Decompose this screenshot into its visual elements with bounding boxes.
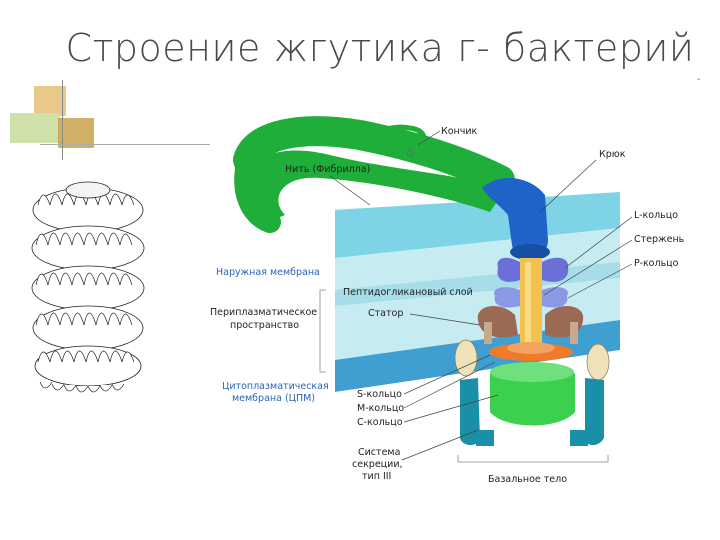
s-m-ring (489, 342, 573, 361)
basal-body-cup (460, 378, 604, 446)
label-secretion-3: тип III (362, 471, 391, 482)
label-secretion-2: секреции, (352, 459, 403, 470)
filament (244, 150, 506, 219)
label-periplasm-1: Периплазматическое (210, 307, 317, 318)
l-ring (497, 257, 569, 282)
label-basal-body: Базальное тело (488, 474, 567, 485)
label-filament: Нить (Фибрилла) (285, 164, 370, 175)
label-cpm-2: мембрана (ЦПМ) (232, 393, 315, 404)
decor-square-2 (10, 113, 60, 143)
hook (482, 178, 548, 259)
filament-body (233, 116, 515, 195)
c-ring (490, 362, 575, 426)
label-secretion-1: Система (358, 447, 400, 458)
flagellum-tip (359, 124, 427, 149)
basal-body-bracket (457, 455, 609, 463)
label-m-ring: M-кольцо (357, 403, 404, 414)
inner-membrane-band (335, 320, 620, 392)
corner-mark: - (697, 74, 701, 85)
label-cpm-1: Цитоплазматическая (222, 381, 329, 392)
label-s-ring: S-кольцо (357, 389, 402, 400)
decor-line-v (62, 80, 63, 160)
decor-square-3 (58, 118, 94, 148)
decor-square-1 (34, 86, 66, 116)
periplasm-bracket (319, 289, 326, 373)
label-hook: Крюк (599, 149, 626, 160)
label-rod: Стержень (634, 234, 685, 245)
outer-membrane-band (335, 192, 620, 258)
filament-helix-sketch (31, 181, 145, 393)
stator (477, 305, 584, 344)
label-c-ring: C-кольцо (357, 417, 403, 428)
label-tip: Кончик (441, 126, 478, 137)
membrane-proteins (454, 339, 610, 381)
leader-lines (329, 130, 633, 461)
filament-tail (234, 149, 281, 233)
decor-line-h (40, 144, 210, 145)
label-stator: Статор (368, 308, 403, 319)
label-peptidoglycan: Пептидогликановый слой (343, 287, 473, 298)
slide-title: Строение жгутика г- бактерий (65, 26, 695, 70)
label-outer-membrane: Наружная мембрана (216, 267, 320, 278)
label-l-ring: L-кольцо (634, 210, 678, 221)
label-p-ring: P-кольцо (634, 258, 679, 269)
label-periplasm-2: пространство (230, 320, 299, 331)
